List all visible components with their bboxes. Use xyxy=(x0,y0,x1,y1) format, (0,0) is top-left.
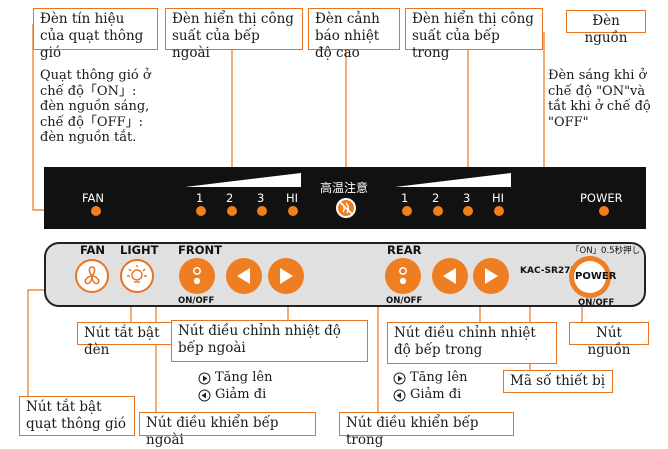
outer-control-callout: Nút điều khiển bếp ngoài xyxy=(139,412,316,448)
front-on-off-label: ON/OFF xyxy=(178,296,215,306)
rear-on-off-button[interactable] xyxy=(385,258,421,294)
power-led xyxy=(599,206,609,216)
rear-on-off-label: ON/OFF xyxy=(386,296,423,306)
rear-led-3 xyxy=(463,206,473,216)
fan-icon xyxy=(84,266,100,285)
power-on-off-label: ON/OFF xyxy=(578,298,615,308)
inner-power-display-callout: Đèn hiển thị công suất của bếp trong xyxy=(405,8,543,61)
light-toggle-button[interactable] xyxy=(120,259,154,293)
remote-rear-label: REAR xyxy=(387,243,422,257)
remote-light-label: LIGHT xyxy=(120,243,159,257)
inner-temp-adjust-callout: Nút điều chỉnh nhiệt độ bếp trong xyxy=(387,322,557,364)
triangle-left-icon xyxy=(443,268,456,284)
power-lamp-callout: Đèn nguồn xyxy=(566,10,646,46)
rear-level-hi: HI xyxy=(492,191,505,205)
outer-temp-adjust-callout: Nút điều chỉnh nhiệt độ bếp ngoài xyxy=(171,320,368,362)
front-level-hi: HI xyxy=(286,191,299,205)
model-number-label: KAC-SR27DF xyxy=(520,266,585,276)
front-led-2 xyxy=(227,206,237,216)
rear-level-3: 3 xyxy=(463,191,471,205)
panel-fan-label: FAN xyxy=(82,191,105,205)
power-button-label: POWER xyxy=(575,271,617,282)
high-temp-warning-callout: Đèn cảnh báo nhiệt độ cao xyxy=(308,8,400,61)
light-bulb-icon xyxy=(127,265,147,283)
high-temp-warning-label: 高温注意 xyxy=(320,181,369,195)
front-decrease-button[interactable] xyxy=(226,258,262,294)
rear-led-1 xyxy=(402,206,412,216)
front-level-1: 1 xyxy=(196,191,204,205)
power-button-callout: Nút nguồn xyxy=(569,322,649,358)
remote-fan-label: FAN xyxy=(80,243,106,257)
triangle-right-icon xyxy=(485,268,498,284)
front-led-hi xyxy=(288,206,298,216)
fan-signal-callout: Đèn tín hiệu của quạt thông gió xyxy=(33,8,158,61)
fan-toggle-button[interactable] xyxy=(75,259,109,293)
play-right-icon xyxy=(198,372,211,385)
high-temp-warning-icon xyxy=(336,198,356,218)
play-left-icon xyxy=(393,389,406,402)
power-button-face xyxy=(574,261,606,293)
front-power-wedge xyxy=(185,173,301,187)
outer-power-display-callout: Đèn hiển thị công suất của bếp ngoài xyxy=(165,8,303,61)
rear-decrease-text: Giảm đi xyxy=(410,387,462,402)
front-increase-text: Tăng lên xyxy=(215,370,273,385)
rear-led-hi xyxy=(494,206,504,216)
fan-toggle-callout: Nút tắt bật quạt thông gió xyxy=(19,396,135,436)
rear-decrease-button[interactable] xyxy=(432,258,468,294)
fan-led xyxy=(91,206,101,216)
power-note: Đèn sáng khi ở chế độ "ON"và tắt khi ở c… xyxy=(548,68,651,130)
rear-increase-button[interactable] xyxy=(473,258,509,294)
power-press-hint: 「ON」0.5秒押し xyxy=(571,246,641,256)
rear-increase-text: Tăng lên xyxy=(410,370,468,385)
front-led-1 xyxy=(196,206,206,216)
front-level-3: 3 xyxy=(257,191,265,205)
front-led-3 xyxy=(257,206,267,216)
front-on-off-button[interactable] xyxy=(179,258,215,294)
front-increase-button[interactable] xyxy=(268,258,304,294)
front-level-2: 2 xyxy=(226,191,234,205)
model-number-callout: Mã số thiết bị xyxy=(503,370,613,393)
play-right-icon xyxy=(393,372,406,385)
control-panel-display xyxy=(44,167,646,229)
remote-front-label: FRONT xyxy=(178,243,222,257)
front-decrease-text: Giảm đi xyxy=(215,387,267,402)
fan-note: Quạt thông gió ở chế độ「ON」: đèn nguồn s… xyxy=(40,68,151,145)
power-toggle-icon xyxy=(399,267,407,285)
rear-led-2 xyxy=(433,206,443,216)
play-left-icon xyxy=(198,389,211,402)
rear-level-1: 1 xyxy=(401,191,409,205)
power-toggle-icon xyxy=(193,267,201,285)
panel-power-label: POWER xyxy=(580,191,623,205)
light-toggle-callout: Nút tắt bật đèn xyxy=(77,322,195,358)
triangle-left-icon xyxy=(237,268,250,284)
rear-level-2: 2 xyxy=(432,191,440,205)
triangle-right-icon xyxy=(280,268,293,284)
inner-control-callout: Nút điều khiển bếp trong xyxy=(339,412,514,448)
rear-power-wedge xyxy=(395,173,511,187)
